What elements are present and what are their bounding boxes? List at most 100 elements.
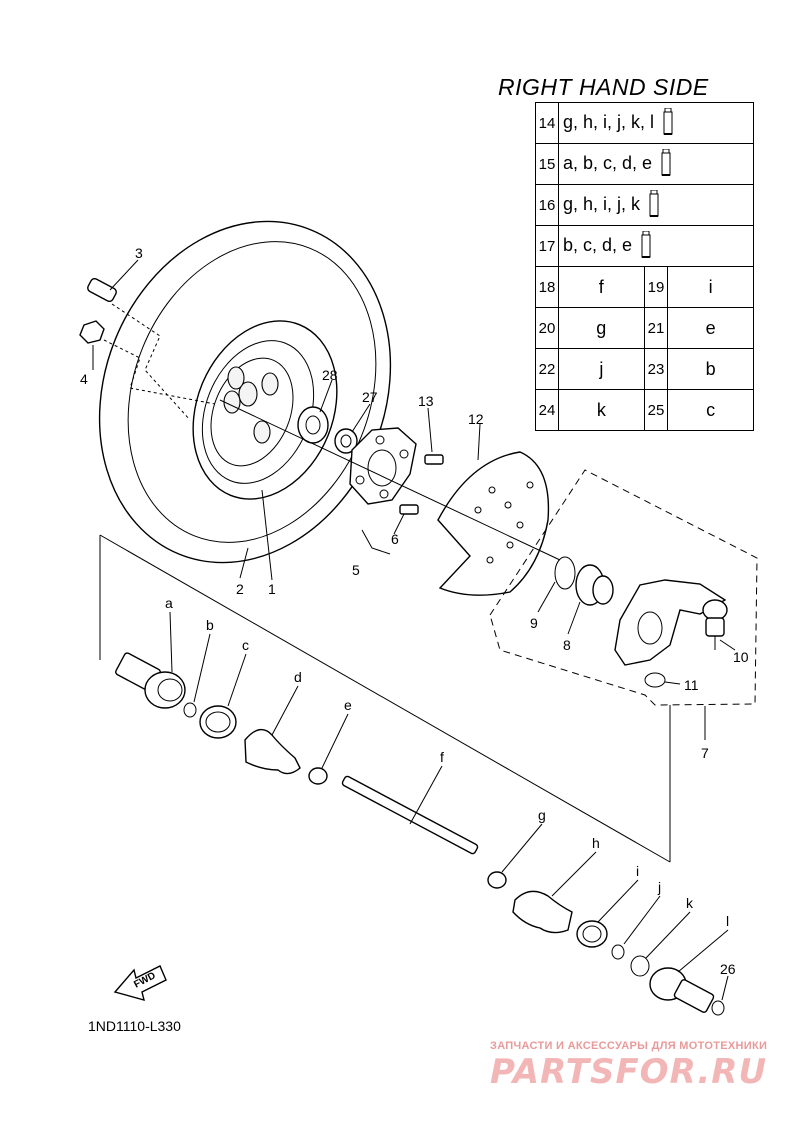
row-value: f (558, 266, 645, 308)
letter-e: e (344, 697, 352, 713)
table-title: RIGHT HAND SIDE (498, 74, 709, 100)
callout-6: 6 (391, 531, 399, 547)
callout-26: 26 (720, 961, 736, 977)
callout-4: 4 (80, 371, 88, 387)
row-number: 21 (643, 307, 669, 349)
callout-13: 13 (418, 393, 434, 409)
row-value: b (667, 348, 754, 390)
boot-d (244, 728, 301, 775)
band-e (308, 767, 328, 785)
callout-7: 7 (701, 745, 709, 761)
hub-nut-28 (297, 406, 329, 444)
ball-joint (702, 599, 728, 650)
wheel-nut (79, 320, 105, 344)
lubricant-tube-icon (641, 231, 651, 258)
row-parts: a, b, c, d, e (558, 143, 754, 185)
row-parts: b, c, d, e (558, 225, 754, 267)
band-c (199, 705, 237, 739)
letter-c: c (242, 637, 249, 653)
callout-10: 10 (733, 649, 749, 665)
lubricant-tube-icon (661, 149, 671, 176)
drive-shaft-f (341, 775, 479, 855)
cotter-nut-27 (334, 428, 358, 454)
band-i (576, 920, 608, 948)
callout-28: 28 (322, 367, 338, 383)
row-number: 20 (535, 307, 559, 349)
row-parts-text: g, h, i, j, k, l (563, 111, 655, 132)
row-parts-text: a, b, c, d, e (563, 152, 653, 173)
row-number: 18 (535, 266, 559, 308)
row-number: 19 (643, 266, 669, 308)
clip-j (611, 944, 625, 960)
watermark-tagline: ЗАПЧАСТИ И АКСЕССУАРЫ ДЛЯ МОТОТЕХНИКИ (490, 1040, 768, 1052)
brake-disc-plate (437, 451, 550, 596)
row-value: c (667, 389, 754, 431)
ring-k (630, 955, 650, 977)
bolt-13 (424, 454, 444, 465)
letter-l: l (726, 913, 729, 929)
letter-d: d (294, 669, 302, 685)
leader-lines (92, 259, 736, 1001)
circlip-11 (644, 672, 666, 688)
row-value: j (558, 348, 645, 390)
clip-b (183, 702, 197, 718)
lubricant-tube-icon (649, 190, 659, 217)
callout-8: 8 (563, 637, 571, 653)
callout-5: 5 (352, 562, 360, 578)
letter-b: b (206, 617, 214, 633)
letter-h: h (592, 835, 600, 851)
row-number: 25 (643, 389, 669, 431)
watermark-logo: PARTSFOR.RU (490, 1052, 768, 1092)
row-number: 24 (535, 389, 559, 431)
row-parts-text: g, h, i, j, k (563, 193, 641, 214)
callout-9: 9 (530, 615, 538, 631)
row-parts: g, h, i, j, k (558, 184, 754, 226)
callout-11: 11 (684, 677, 699, 693)
band-g (487, 871, 507, 889)
row-number: 15 (535, 143, 559, 185)
letter-a: a (165, 595, 173, 611)
boot-h (512, 890, 573, 934)
row-number: 16 (535, 184, 559, 226)
bearing-8 (575, 564, 614, 606)
cv-joint-l (649, 967, 715, 1013)
row-value: e (667, 307, 754, 349)
callout-3: 3 (135, 245, 143, 261)
callout-27: 27 (362, 389, 378, 405)
letter-j: j (657, 879, 661, 895)
callout-1: 1 (268, 581, 276, 597)
letter-i: i (636, 863, 639, 879)
lubricant-tube-icon (663, 108, 673, 135)
row-value: g (558, 307, 645, 349)
callout-2: 2 (236, 581, 244, 597)
fwd-arrow-icon: FWD (113, 965, 167, 1001)
row-number: 14 (535, 102, 559, 144)
tire-wheel-assembly (98, 220, 392, 564)
clip-26 (711, 1000, 725, 1016)
row-value: i (667, 266, 754, 308)
wheel-stud (87, 277, 117, 303)
row-parts-text: b, c, d, e (563, 234, 633, 255)
row-number: 23 (643, 348, 669, 390)
letter-g: g (538, 807, 546, 823)
bolt-6 (399, 504, 419, 515)
diagram-code: 1ND1110-L330 (88, 1018, 181, 1034)
cv-joint-a (115, 652, 186, 709)
row-number: 17 (535, 225, 559, 267)
row-value: k (558, 389, 645, 431)
circlip-9 (554, 556, 576, 590)
letter-k: k (686, 895, 694, 911)
row-number: 22 (535, 348, 559, 390)
letter-f: f (440, 749, 444, 765)
callout-12: 12 (468, 411, 484, 427)
